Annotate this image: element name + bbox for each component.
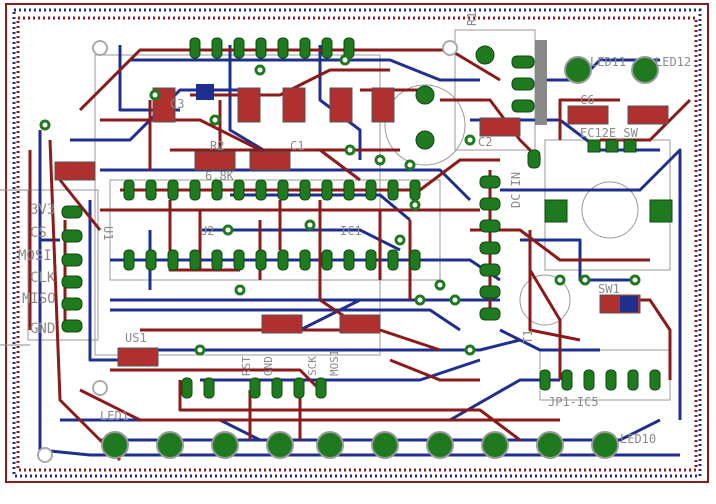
label-u1: U1: [101, 226, 115, 240]
pin-label-gnd: GND: [30, 321, 55, 337]
board-outline: [5, 3, 709, 483]
pin-label-cs: CS: [30, 225, 47, 241]
label-led10: LED10: [620, 432, 656, 446]
label-c3: C3: [170, 97, 184, 111]
label-r2: R2: [210, 139, 224, 153]
pin-label-miso: MISO: [22, 291, 56, 307]
jumper-blue: [196, 84, 214, 100]
label-led12: LED12: [655, 55, 691, 69]
dc-in-bar: [535, 40, 547, 125]
bottom-connector-labels: SCK MOSI RST GND: [240, 350, 341, 377]
header-pin-labels: 3V3 CS MOSI CLK MISO GND: [18, 202, 56, 337]
board-inner-dotted-top: [12, 8, 702, 478]
label-jp1: JP1-IC5: [548, 395, 599, 409]
sw1-body: [620, 296, 638, 312]
conn-label-rst: RST: [240, 356, 253, 376]
pin-label-clk: CLK: [30, 270, 56, 286]
pin-label-3v3: 3V3: [30, 202, 55, 218]
label-led1: LED1: [100, 409, 129, 423]
pads-layer: [61, 37, 673, 399]
pin-label-mosi: MOSI: [18, 248, 52, 264]
label-u2: U2: [200, 224, 214, 238]
label-c2: C2: [478, 135, 492, 149]
label-c1: C1: [290, 139, 304, 153]
label-c6: C6: [580, 93, 594, 107]
label-led11: LED11: [590, 55, 626, 69]
vias: [39, 54, 641, 356]
label-ec12e: EC12E_SW: [580, 126, 639, 140]
label-r1: R1: [465, 12, 479, 26]
conn-label-gnd: GND: [262, 356, 275, 376]
mount-holes: [37, 40, 458, 463]
conn-label-sck: SCK: [306, 356, 319, 376]
conn-label-mosi: MOSI: [328, 350, 341, 377]
label-us1: US1: [125, 331, 147, 345]
part-labels: U1 US1 U2 IC1 C3 R1 6.8K R2 C1 C2 C6 DC …: [100, 12, 691, 446]
label-ic1: IC1: [340, 224, 362, 238]
label-r68k: 6.8K: [205, 169, 235, 183]
label-t1: T1: [521, 330, 535, 344]
led-footprints: [101, 56, 659, 459]
label-dcin: DC IN: [509, 172, 523, 208]
label-sw1: SW1: [598, 282, 620, 296]
